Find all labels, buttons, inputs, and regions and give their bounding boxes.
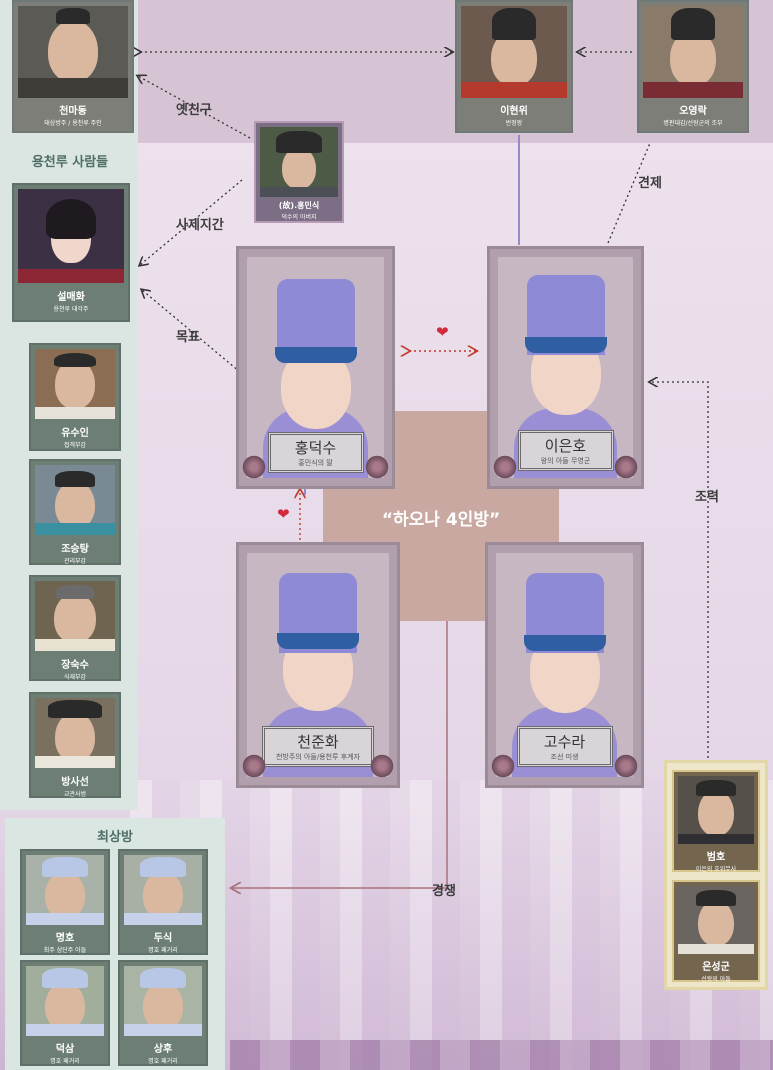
cast-name: 방사선 bbox=[61, 777, 89, 788]
cast-role: 용천루 대각주 bbox=[53, 306, 89, 313]
line-mentor bbox=[140, 179, 243, 265]
flower-ornament bbox=[613, 454, 639, 480]
cast-card-myeongho: 명호 최주 삼단주 아들 bbox=[20, 849, 110, 955]
cast-card-chunmadong: 천마동 태상방주 / 용천루 주인 bbox=[12, 0, 134, 133]
cast-name: 유수인 bbox=[61, 428, 89, 439]
portrait-cheonjunhwa: 천준화 천방주의 아들/용천루 후계자 bbox=[236, 542, 400, 788]
cast-role: 명호 패거리 bbox=[148, 947, 178, 954]
cast-name: 두식 bbox=[153, 933, 173, 944]
line-restraint bbox=[607, 142, 651, 244]
label-cooperation: 조력 bbox=[695, 490, 719, 505]
cast-role: 반정왕 bbox=[505, 120, 523, 127]
cast-card-lee: 이현위 반정왕 bbox=[455, 0, 573, 133]
cast-role: 명호 패거리 bbox=[50, 1058, 80, 1065]
portrait-name: 홍덕수 bbox=[294, 439, 337, 457]
flower-ornament bbox=[490, 753, 516, 779]
photo bbox=[124, 966, 202, 1036]
cast-name: 덕삼 bbox=[55, 1044, 75, 1055]
cast-card-joseungtang: 조승탕 관리부감 bbox=[29, 459, 121, 565]
curtain-hem bbox=[230, 1040, 773, 1070]
cast-role: 교관사범 bbox=[63, 791, 87, 798]
label-restraint: 견제 bbox=[638, 176, 662, 191]
cast-name: 조승탕 bbox=[61, 544, 89, 555]
cast-card-oh: 오영락 병판대감/선왕군의 조부 bbox=[637, 0, 749, 133]
cast-role: 식재부감 bbox=[63, 674, 87, 681]
flower-ornament bbox=[613, 753, 639, 779]
portrait-leeeunho: 이은호 왕의 아들 무영군 bbox=[487, 246, 644, 489]
cast-card-hongminsik: (故).홍민식 덕수의 아버지 bbox=[254, 121, 344, 223]
cast-name: 오영락 bbox=[679, 106, 707, 117]
hub-title: “하오나 4인방” bbox=[381, 510, 501, 530]
photo bbox=[26, 855, 104, 925]
label-mentor: 사제지간 bbox=[176, 218, 224, 233]
portrait-role: 홍민식의 딸 bbox=[298, 459, 333, 467]
cast-card-dusik: 두식 명호 패거리 bbox=[118, 849, 208, 955]
photo bbox=[35, 349, 115, 419]
cast-name: 장숙수 bbox=[61, 660, 89, 671]
cast-role: 관리부감 bbox=[63, 558, 87, 565]
label-target: 목표 bbox=[176, 330, 200, 345]
photo bbox=[643, 6, 743, 98]
portrait-gosura: 고수라 조선 미생 bbox=[485, 542, 644, 788]
cast-role: 명호 패거리 bbox=[148, 1058, 178, 1065]
photo bbox=[678, 776, 754, 844]
photo bbox=[461, 6, 567, 98]
cast-card-yusuin: 유수인 접객부감 bbox=[29, 343, 121, 451]
choisangbang-title: 최상방 bbox=[97, 830, 133, 845]
yongcheonru-title: 용천루 사람들 bbox=[31, 155, 109, 170]
portrait-role: 왕의 아들 무영군 bbox=[540, 457, 591, 465]
photo bbox=[26, 966, 104, 1036]
cast-card-beomho: 범호 이은의 호위무사 bbox=[672, 770, 760, 873]
portrait-role: 천방주의 아들/용천루 후계자 bbox=[275, 753, 361, 761]
cast-role: 이은의 호위무사 bbox=[695, 866, 737, 873]
cast-role: 선왕의 아들 bbox=[701, 976, 731, 983]
flower-ornament bbox=[241, 454, 267, 480]
heart-icon: ❤ bbox=[277, 505, 290, 523]
cast-card-eunseonggun: 은성군 선왕의 아들 bbox=[672, 880, 760, 983]
line-cooperation bbox=[650, 382, 709, 758]
cast-name: (故).홍민식 bbox=[278, 201, 320, 210]
flower-ornament bbox=[364, 454, 390, 480]
portrait-name: 고수라 bbox=[543, 733, 586, 751]
portrait-name: 이은호 bbox=[544, 437, 587, 455]
label-old-friend: 옛친구 bbox=[176, 103, 212, 118]
cast-name: 명호 bbox=[55, 933, 75, 944]
cast-role: 덕수의 아버지 bbox=[281, 214, 317, 221]
photo bbox=[124, 855, 202, 925]
flower-ornament bbox=[492, 454, 518, 480]
flower-ornament bbox=[241, 753, 267, 779]
portrait-role: 조선 미생 bbox=[550, 753, 579, 761]
photo bbox=[35, 698, 115, 768]
photo bbox=[18, 6, 128, 98]
cast-card-sanghu: 상후 명호 패거리 bbox=[118, 960, 208, 1066]
cast-role: 병판대감/선왕군의 조부 bbox=[663, 120, 723, 127]
line-oldfriend bbox=[138, 76, 251, 139]
photo bbox=[35, 581, 115, 651]
cast-card-jangsuksu: 장숙수 식재부감 bbox=[29, 575, 121, 681]
portrait-hongdeoksu: 홍덕수 홍민식의 딸 bbox=[236, 246, 395, 489]
label-rivalry: 경쟁 bbox=[432, 884, 456, 899]
photo bbox=[678, 886, 754, 954]
heart-icon: ❤ bbox=[436, 323, 449, 341]
cast-name: 은성군 bbox=[702, 962, 730, 973]
photo bbox=[260, 127, 338, 197]
cast-name: 설매화 bbox=[57, 292, 85, 303]
flower-ornament bbox=[369, 753, 395, 779]
cast-role: 접객부감 bbox=[63, 442, 87, 449]
photo bbox=[18, 189, 124, 283]
cast-name: 천마동 bbox=[59, 106, 87, 117]
line-target bbox=[142, 290, 241, 373]
photo bbox=[35, 465, 115, 535]
cast-name: 상후 bbox=[153, 1044, 173, 1055]
line-rivalry bbox=[232, 621, 448, 888]
portrait-name: 천준화 bbox=[297, 733, 339, 751]
cast-role: 최주 삼단주 아들 bbox=[43, 947, 87, 954]
cast-name: 범호 bbox=[706, 852, 726, 863]
cast-card-bangsaseon: 방사선 교관사범 bbox=[29, 692, 121, 798]
cast-card-seolmaehwa: 설매화 용천루 대각주 bbox=[12, 183, 130, 322]
cast-name: 이현위 bbox=[500, 106, 528, 117]
cast-card-deoksam: 덕삼 명호 패거리 bbox=[20, 960, 110, 1066]
cast-role: 태상방주 / 용천루 주인 bbox=[44, 120, 102, 127]
